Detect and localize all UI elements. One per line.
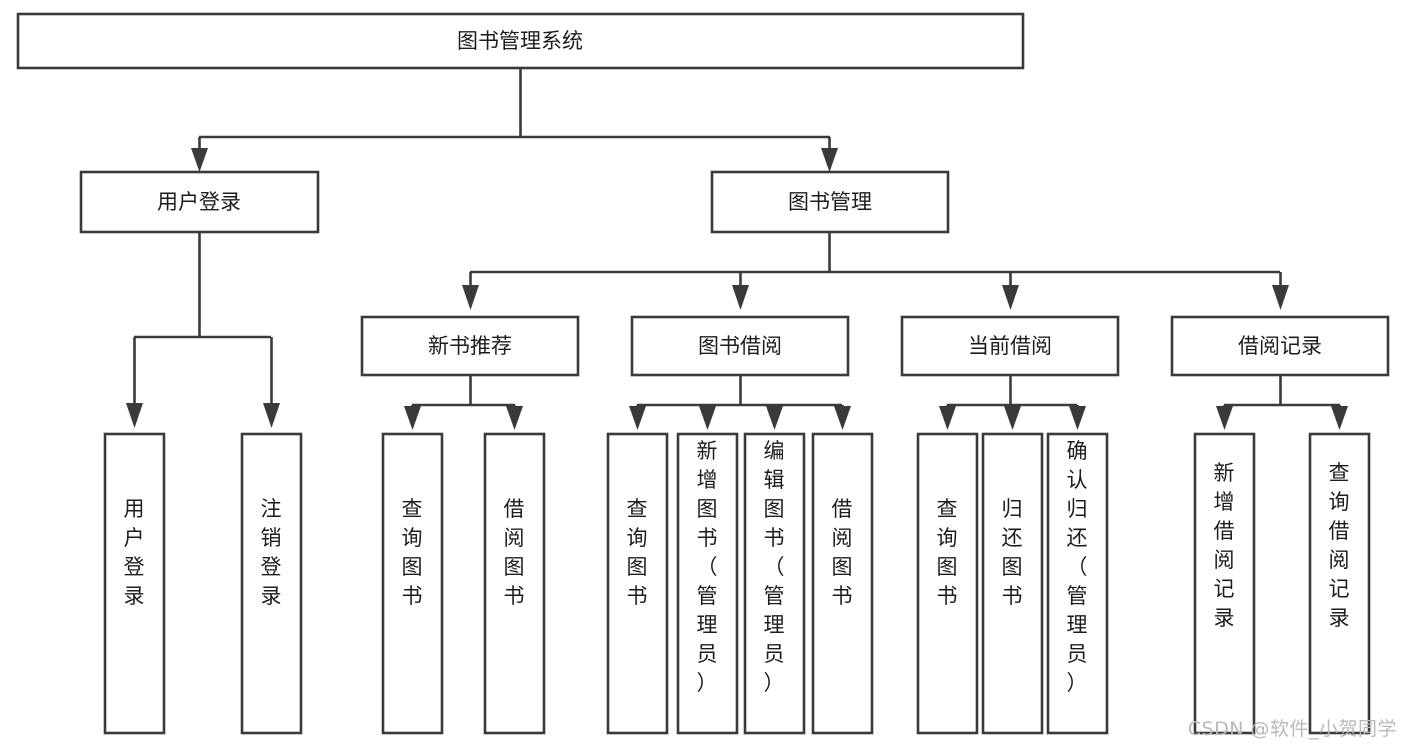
node-book-management[interactable]: 图书管理: [710, 170, 950, 234]
arrow-root-to-bookmgmt-icon: [821, 148, 838, 172]
node-new-book-recommend-label: 新书推荐: [428, 334, 512, 358]
leaf-br-query-record-box[interactable]: [1308, 432, 1371, 735]
leaf-bb-query-book-label: 查询图书: [627, 497, 648, 608]
leaf-cb-confirm-return-label: 确认归还（管理员）: [1067, 439, 1088, 695]
arrow-current-leaf-1-icon: [939, 406, 956, 430]
leaf-node[interactable]: 借阅图书: [483, 432, 546, 735]
leaf-logout-box[interactable]: [240, 432, 303, 735]
arrow-current-leaf-2-icon: [1004, 406, 1021, 430]
leaf-nbr-query-book-box[interactable]: [381, 432, 444, 735]
node-borrow-record[interactable]: 借阅记录: [1170, 315, 1390, 377]
arrow-current-leaf-3-icon: [1069, 406, 1086, 430]
node-book-management-box[interactable]: [710, 170, 950, 234]
node-current-borrow-box[interactable]: [900, 315, 1120, 377]
leaf-node[interactable]: 确认归还（管理员）: [1046, 432, 1109, 735]
arrow-bookmgmt-to-newbook-icon: [462, 285, 479, 310]
leaf-bb-add-book-box[interactable]: [676, 432, 739, 735]
leaf-cb-query-book-box[interactable]: [916, 432, 979, 735]
leaf-node[interactable]: 归还图书: [981, 432, 1044, 735]
leaf-br-add-record-label: 新增借阅记录: [1214, 461, 1235, 630]
node-root-box[interactable]: [16, 12, 1025, 70]
leaf-node[interactable]: 查询图书: [606, 432, 669, 735]
leaf-node[interactable]: 借阅图书: [811, 432, 874, 735]
arrow-newbook-leaf-2-icon: [506, 406, 523, 430]
leaf-node[interactable]: 查询图书: [381, 432, 444, 735]
arrow-bookmgmt-to-record-icon: [1272, 285, 1289, 310]
leaf-user-login-label: 用户登录: [124, 497, 145, 608]
leaf-node[interactable]: 查询借阅记录: [1308, 432, 1371, 735]
leaf-node[interactable]: 用户登录: [103, 432, 166, 735]
connector-group-current: [939, 375, 1086, 430]
leaf-bb-edit-book-label: 编辑图书（管理员）: [764, 439, 785, 695]
connector-group-login: [126, 232, 280, 428]
connector-group-record: [1216, 375, 1348, 430]
leaf-bb-query-book-box[interactable]: [606, 432, 669, 735]
arrow-root-to-login-icon: [191, 148, 208, 172]
arrow-borrow-leaf-4-icon: [834, 406, 851, 430]
connector-group-bookmgmt: [462, 232, 1289, 310]
leaf-bb-edit-book-box[interactable]: [743, 432, 806, 735]
arrow-record-leaf-1-icon: [1216, 406, 1233, 430]
leaf-cb-confirm-return-box[interactable]: [1046, 432, 1109, 735]
leaf-bb-add-book-label: 新增图书（管理员）: [697, 439, 718, 695]
connector-group-borrow: [629, 375, 851, 430]
node-borrow-record-label: 借阅记录: [1238, 334, 1322, 358]
leaf-nbr-borrow-book-box[interactable]: [483, 432, 546, 735]
node-new-book-recommend-box[interactable]: [360, 315, 580, 377]
arrow-record-leaf-2-icon: [1331, 406, 1348, 430]
node-user-login-box[interactable]: [79, 170, 320, 234]
leaf-bb-borrow-book-label: 借阅图书: [832, 497, 853, 608]
leaf-logout-label: 注销登录: [261, 497, 282, 608]
node-root-label: 图书管理系统: [457, 29, 583, 53]
arrow-bookmgmt-to-borrow-icon: [732, 285, 749, 310]
node-current-borrow-label: 当前借阅: [968, 334, 1052, 358]
leaf-node[interactable]: 查询图书: [916, 432, 979, 735]
arrow-newbook-leaf-1-icon: [404, 406, 421, 430]
leaf-node[interactable]: 编辑图书（管理员）: [743, 432, 806, 735]
node-book-borrow[interactable]: 图书借阅: [630, 315, 850, 377]
leaf-bb-borrow-book-box[interactable]: [811, 432, 874, 735]
leaf-node[interactable]: 新增图书（管理员）: [676, 432, 739, 735]
node-book-borrow-label: 图书借阅: [698, 334, 782, 358]
node-current-borrow[interactable]: 当前借阅: [900, 315, 1120, 377]
arrow-bookmgmt-to-current-icon: [1002, 285, 1019, 310]
node-user-login-label: 用户登录: [157, 190, 241, 214]
leaf-node[interactable]: 新增借阅记录: [1193, 432, 1256, 735]
csdn-watermark: CSDN @软件_小贺同学: [1187, 718, 1397, 740]
arrow-borrow-leaf-1-icon: [629, 406, 646, 430]
leaf-cb-query-book-label: 查询图书: [937, 497, 958, 608]
node-book-borrow-box[interactable]: [630, 315, 850, 377]
leaf-nbr-borrow-book-label: 借阅图书: [504, 497, 525, 608]
leaf-nbr-query-book-label: 查询图书: [402, 497, 423, 608]
leaf-node[interactable]: 注销登录: [240, 432, 303, 735]
node-user-login[interactable]: 用户登录: [79, 170, 320, 234]
arrow-login-leaf-2-icon: [263, 403, 280, 428]
leaf-cb-return-book-label: 归还图书: [1002, 497, 1023, 608]
node-book-management-label: 图书管理: [788, 190, 872, 214]
connector-group-newbook: [404, 375, 523, 430]
node-new-book-recommend[interactable]: 新书推荐: [360, 315, 580, 377]
node-root[interactable]: 图书管理系统: [16, 12, 1025, 70]
connector-group-root: [191, 68, 838, 172]
arrow-borrow-leaf-3-icon: [766, 406, 783, 430]
arrow-login-leaf-1-icon: [126, 403, 143, 428]
leaf-cb-return-book-box[interactable]: [981, 432, 1044, 735]
node-borrow-record-box[interactable]: [1170, 315, 1390, 377]
leaf-br-query-record-label: 查询借阅记录: [1329, 461, 1350, 630]
arrow-borrow-leaf-2-icon: [699, 406, 716, 430]
leaf-br-add-record-box[interactable]: [1193, 432, 1256, 735]
leaf-user-login-box[interactable]: [103, 432, 166, 735]
